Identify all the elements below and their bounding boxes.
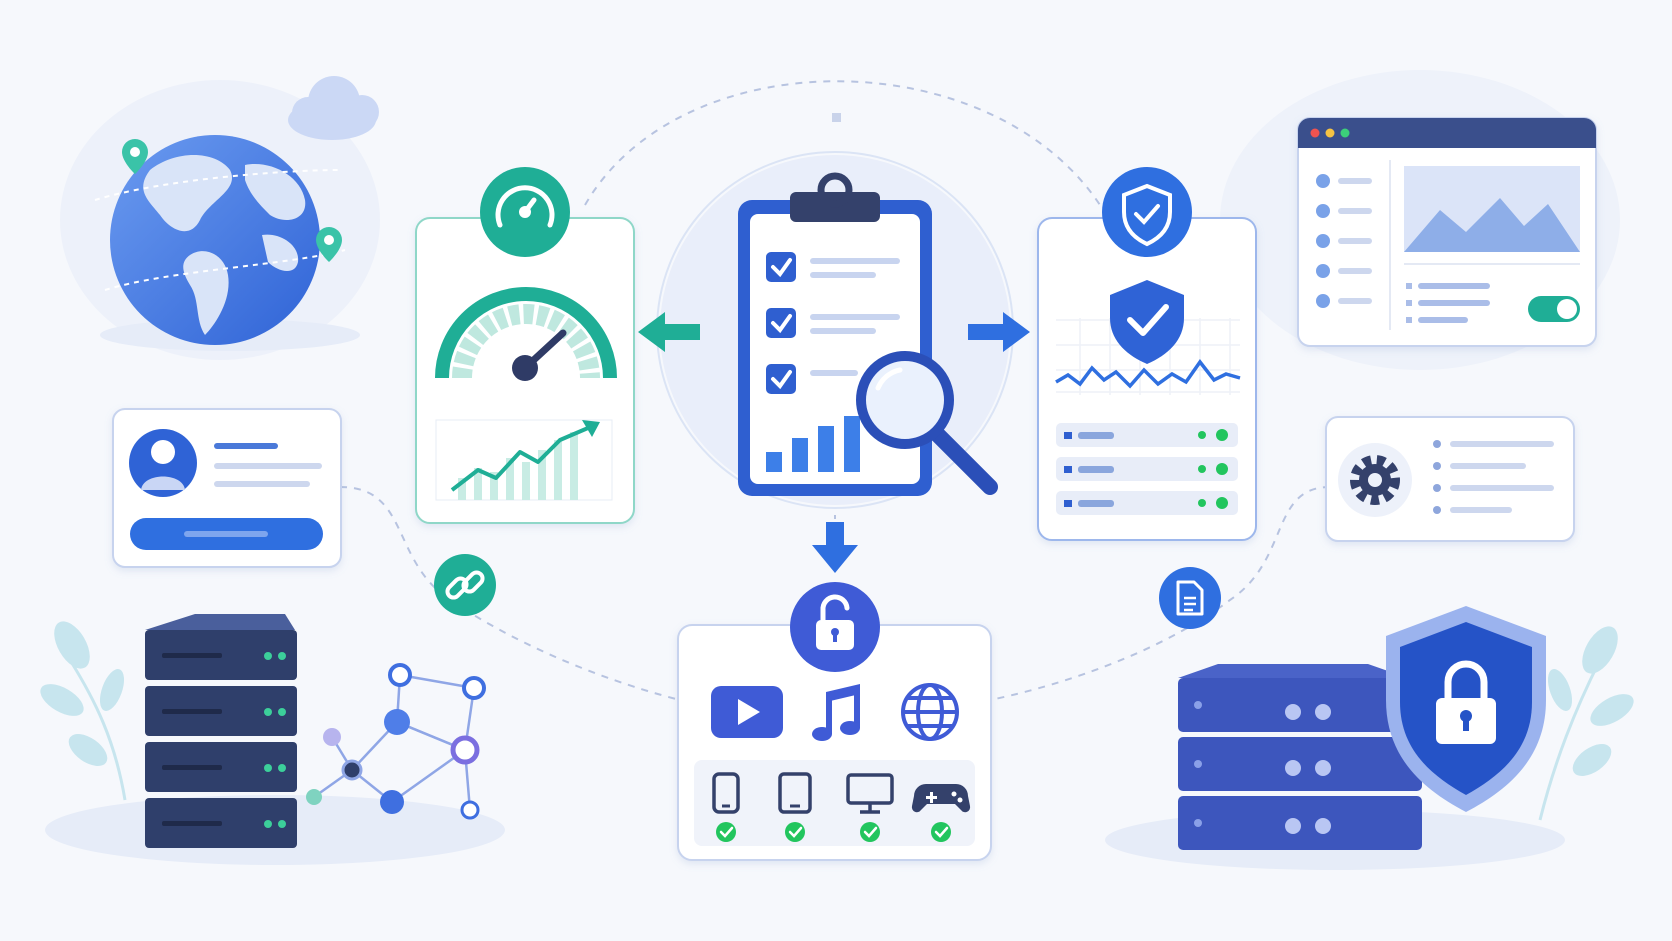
shield-lock-icon	[1386, 606, 1546, 812]
device-check	[931, 822, 951, 842]
status-row	[1056, 423, 1238, 447]
document-icon	[1159, 567, 1221, 629]
server-unit	[145, 614, 297, 680]
unlock-icon	[790, 582, 880, 672]
video-play-icon	[711, 686, 783, 738]
map-pin-icon	[316, 227, 342, 262]
speedometer-gauge	[435, 287, 617, 381]
status-row	[1056, 491, 1238, 515]
user-profile-card	[112, 408, 342, 568]
sidebar-list	[1316, 174, 1330, 308]
magnifier-icon	[856, 351, 998, 495]
database-stack-icon	[1178, 664, 1422, 850]
device-check	[785, 822, 805, 842]
gear-icon	[1350, 455, 1400, 505]
status-row	[1056, 457, 1238, 481]
leaf-decoration	[40, 621, 127, 801]
music-note-icon	[812, 684, 860, 741]
shield-check-icon	[1110, 280, 1184, 364]
dot-marker	[832, 113, 841, 122]
database-unit	[1178, 678, 1422, 732]
monitor-icon	[846, 773, 894, 814]
user-avatar-icon	[129, 429, 197, 497]
server-unit	[145, 742, 297, 792]
leaf-decoration	[1538, 626, 1634, 821]
performance-card	[415, 167, 635, 524]
checklist-item	[766, 308, 900, 338]
speedometer-icon	[495, 185, 555, 228]
smartphone-icon	[712, 772, 740, 814]
flow-arrow-icon	[968, 312, 1030, 352]
link-icon	[434, 554, 496, 616]
checklist-item	[766, 364, 858, 394]
server-unit	[145, 686, 297, 736]
flow-arrow-icon	[812, 522, 858, 573]
map-pin-icon	[122, 139, 148, 174]
toggle-switch-icon	[1528, 296, 1580, 322]
web-globe-icon	[901, 683, 959, 741]
shield-check-icon	[1122, 183, 1172, 247]
device-strip	[694, 760, 975, 846]
growth-chart	[435, 419, 613, 501]
database-unit	[1178, 796, 1422, 850]
gamepad-icon	[911, 784, 971, 813]
security-card	[1037, 167, 1257, 541]
globe-icon	[94, 135, 346, 345]
device-check	[860, 822, 880, 842]
settings-card	[1325, 416, 1575, 542]
network-nodes-icon	[306, 663, 486, 820]
server-rack-icon	[145, 614, 297, 848]
clipboard-bar-chart	[766, 416, 860, 472]
server-unit	[145, 798, 297, 848]
tablet-icon	[778, 772, 812, 814]
shield-check-badge	[1102, 167, 1192, 257]
dashed-connectors	[339, 80, 1331, 701]
flow-arrow-icon	[638, 312, 700, 352]
media-access-card	[677, 582, 992, 861]
cloud-icon	[288, 76, 379, 140]
database-unit	[1178, 737, 1422, 791]
checklist-item	[766, 252, 900, 282]
browser-window-icon	[1297, 117, 1597, 347]
device-check	[716, 822, 736, 842]
